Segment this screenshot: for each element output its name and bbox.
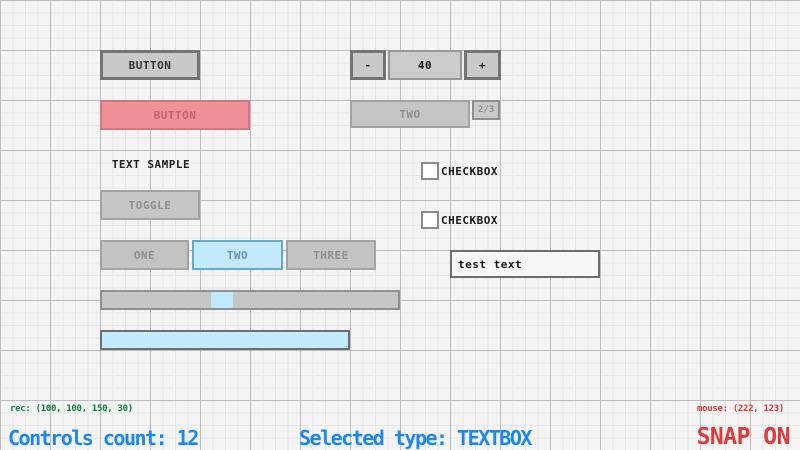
checkbox-row-2[interactable]: CHECKBOX bbox=[421, 211, 498, 229]
checkbox-label: CHECKBOX bbox=[441, 164, 498, 178]
checkbox-box[interactable] bbox=[421, 162, 439, 180]
toggle-button[interactable]: TOGGLE bbox=[100, 190, 200, 220]
status-mouse-coordinates: mouse: (222, 123) bbox=[696, 404, 784, 414]
tab-two-selected[interactable]: TWO bbox=[192, 240, 283, 270]
status-controls-count: Controls count: 12 bbox=[8, 426, 199, 450]
progress-bar bbox=[100, 330, 350, 350]
checkbox-row-1[interactable]: CHECKBOX bbox=[421, 162, 498, 180]
button-control-gray[interactable]: BUTTON bbox=[100, 50, 200, 80]
slider-track[interactable] bbox=[100, 290, 400, 310]
button-control-red[interactable]: BUTTON bbox=[100, 100, 250, 130]
spinner-increment-button[interactable]: + bbox=[464, 50, 501, 80]
dropdown-selected-option[interactable]: TWO bbox=[350, 100, 470, 128]
status-selected-type: Selected type: TEXTBOX bbox=[299, 426, 532, 450]
text-sample-label: TEXT SAMPLE bbox=[111, 157, 191, 171]
checkbox-label: CHECKBOX bbox=[441, 213, 498, 227]
checkbox-box[interactable] bbox=[421, 211, 439, 229]
textbox-input[interactable]: test text bbox=[450, 250, 600, 278]
status-rec-coordinates: rec: (100, 100, 150, 30) bbox=[10, 404, 133, 414]
dropdown-index-badge: 2/3 bbox=[472, 100, 500, 120]
tab-one[interactable]: ONE bbox=[100, 240, 189, 270]
status-snap-indicator: SNAP ON bbox=[696, 424, 791, 450]
slider-handle[interactable] bbox=[211, 292, 233, 308]
spinner-decrement-button[interactable]: - bbox=[350, 50, 386, 80]
tab-three[interactable]: THREE bbox=[286, 240, 376, 270]
spinner-value: 40 bbox=[388, 50, 462, 80]
